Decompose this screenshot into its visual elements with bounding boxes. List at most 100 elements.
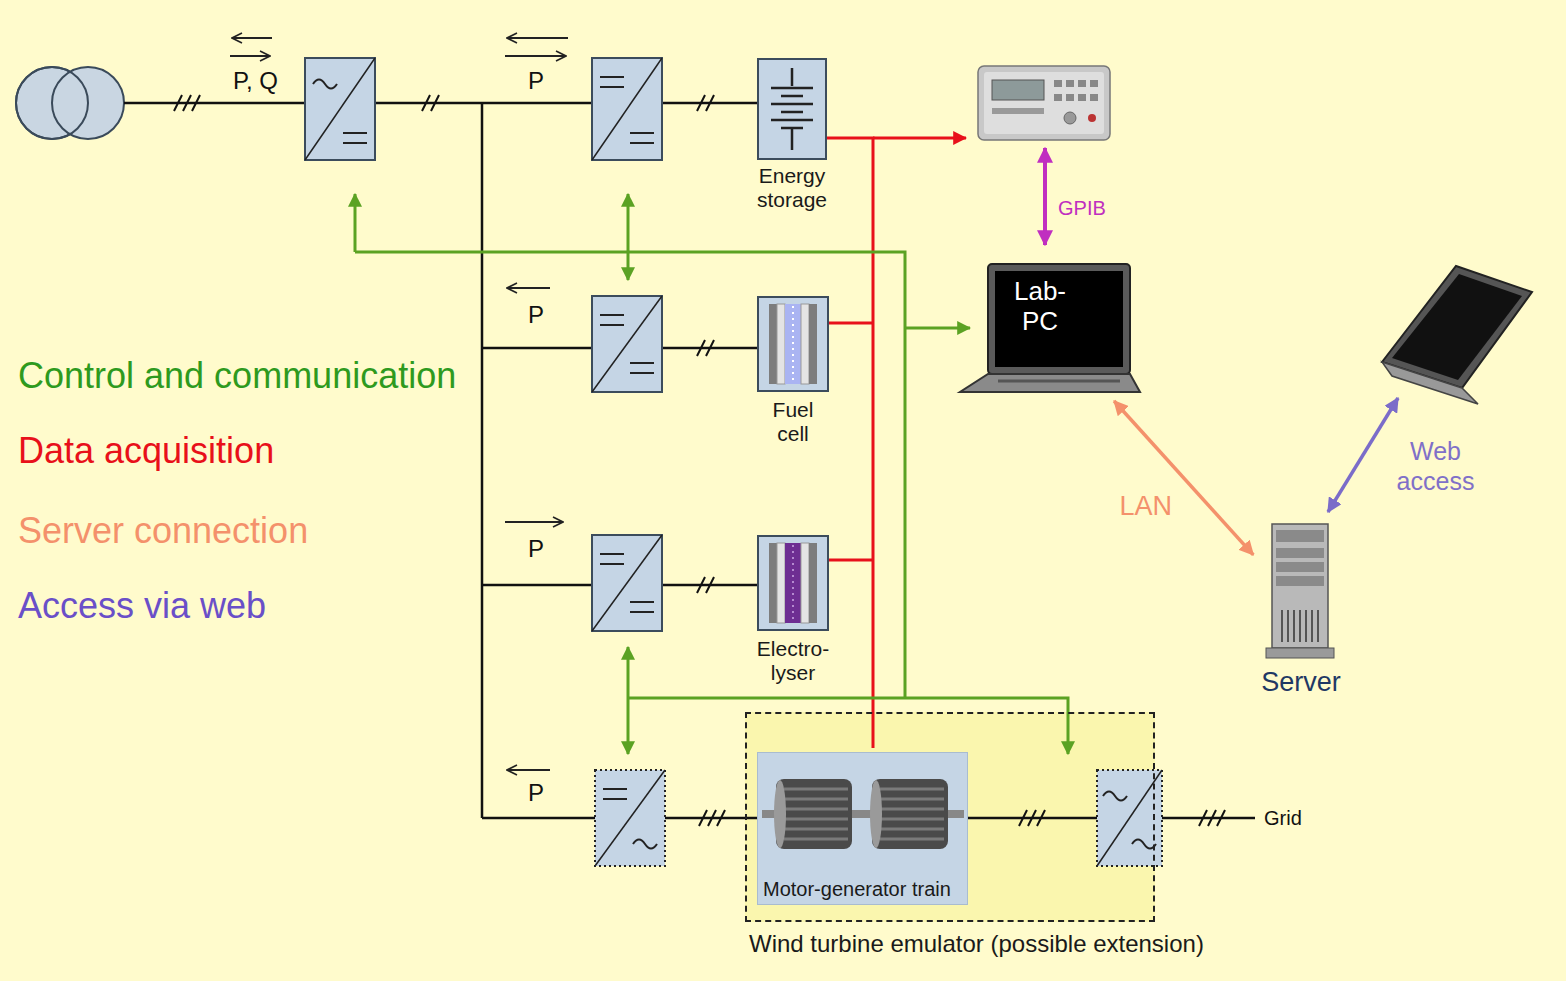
legend-key: Server connection — [18, 510, 308, 552]
grid-label: Grid — [1264, 806, 1302, 830]
converter-symbols-part — [305, 58, 375, 160]
converter-symbols-part — [592, 296, 662, 392]
motor-icon-part — [872, 779, 948, 849]
phase-slashes-part — [697, 95, 714, 111]
motor-icon-part — [784, 789, 848, 839]
server-tower: Server — [1256, 520, 1352, 702]
phase-slashes-part — [1199, 810, 1225, 826]
gpib-link — [1043, 148, 1047, 245]
multimeter-icon-part — [978, 66, 1110, 140]
lab-icon-part — [988, 264, 1130, 374]
legend-text: Access via web — [18, 585, 266, 627]
control-wires-part — [627, 194, 630, 280]
converter-symbols-part — [592, 58, 662, 160]
converter-symbols — [305, 58, 1162, 866]
power-label: P, Q — [233, 66, 278, 95]
converter-symbols-part — [305, 58, 375, 160]
multimeter-icon-part — [1064, 112, 1076, 124]
power-flow-arrows-part — [507, 769, 550, 771]
motor-icon-part — [774, 780, 786, 848]
motor-icon-part — [776, 779, 852, 849]
converter-symbols-part — [600, 315, 654, 373]
fuel-icon-part — [792, 306, 794, 382]
multimeter-icon — [978, 66, 1110, 140]
power-flow-arrows-part — [505, 521, 563, 523]
power-flow-arrows-part — [507, 37, 568, 39]
phase-slashes-part — [699, 810, 725, 826]
control-wires-part — [355, 252, 905, 698]
control-wires-part — [628, 698, 1068, 754]
server-icon-part — [1282, 610, 1318, 642]
server-icon-part — [1266, 648, 1334, 658]
converter-symbols-part — [600, 77, 654, 143]
storage-icon — [759, 60, 825, 158]
transformer-symbol-part — [16, 67, 88, 139]
server-icon-part — [1276, 548, 1324, 558]
fuel-icon-part — [809, 304, 817, 384]
converter-symbols-part — [592, 296, 662, 392]
data-acquisition-wires — [827, 138, 966, 748]
storage-icon-part — [771, 68, 813, 150]
converter-symbols-part — [592, 535, 662, 631]
control-wires-part — [627, 647, 630, 754]
remote-laptop-icon-part — [1392, 274, 1522, 380]
converter-symbols-part — [595, 770, 665, 866]
bus-label: GPIB — [1058, 196, 1106, 220]
control-wires — [355, 194, 1068, 754]
converter-symbols-part — [603, 789, 627, 799]
server-icon-part — [1276, 562, 1324, 572]
converter-symbols-part — [1097, 770, 1162, 866]
converter-symbols-part — [592, 58, 662, 160]
power-label: P — [528, 534, 544, 563]
converter-symbols-part — [595, 770, 665, 866]
converter-symbols-part — [1097, 770, 1162, 866]
multimeter-icon-part — [1066, 94, 1074, 101]
fuel-icon-part — [769, 304, 777, 384]
fuel-icon-part — [777, 304, 785, 384]
lab-icon-part — [960, 374, 1140, 392]
legend-key: Control and communication — [18, 355, 456, 397]
electro-icon-part — [769, 543, 777, 623]
fuel-icon — [757, 296, 829, 392]
multimeter-icon-part — [1066, 80, 1074, 87]
node-label: Electro- lyser — [756, 637, 831, 685]
power-flow-arrows — [230, 38, 568, 770]
fuel-icon-part — [785, 304, 801, 384]
connector-label: LAN — [1119, 491, 1172, 521]
lan-connector — [1114, 401, 1253, 555]
lab-icon-part — [995, 271, 1123, 367]
transformer-symbol — [16, 67, 124, 139]
motor-generator-box: Motor-generator train — [757, 752, 968, 905]
link-label: Web access — [1388, 436, 1483, 496]
multimeter-icon-part — [1078, 94, 1086, 101]
phase-slashes-part — [697, 340, 714, 356]
energy-storage-box: Energy storage — [757, 58, 827, 160]
power-flow-arrows-part — [505, 55, 566, 57]
electro-icon-part — [758, 536, 828, 630]
converter-symbols-part — [633, 840, 657, 849]
legend-text: Server connection — [18, 510, 308, 552]
electro-icon-part — [792, 545, 794, 621]
power-label: P — [528, 778, 544, 807]
electro-icon-part — [809, 543, 817, 623]
converter-symbols-part — [600, 554, 654, 612]
converter-symbols-part — [592, 535, 662, 631]
node-label: Motor-generator train — [763, 877, 951, 901]
multimeter-icon-part — [1088, 114, 1096, 122]
power-flow-arrows-part — [507, 287, 550, 289]
web-link — [1328, 398, 1398, 512]
electro-icon-part — [785, 543, 801, 623]
converter-symbols-part — [1103, 792, 1127, 801]
electro-icon-part — [801, 543, 809, 623]
multimeter-icon-part — [992, 80, 1044, 100]
multimeter-icon-part — [1054, 80, 1062, 87]
node-label: Server — [1256, 666, 1346, 698]
power-wires — [124, 103, 1255, 818]
phase-slashes-part — [174, 95, 200, 111]
data-acquisition-wires-part — [827, 138, 873, 748]
multimeter-icon-part — [1090, 94, 1098, 101]
converter-symbols-part — [343, 133, 367, 143]
power-label: P — [528, 66, 544, 95]
remote-laptop-icon — [1382, 266, 1532, 404]
